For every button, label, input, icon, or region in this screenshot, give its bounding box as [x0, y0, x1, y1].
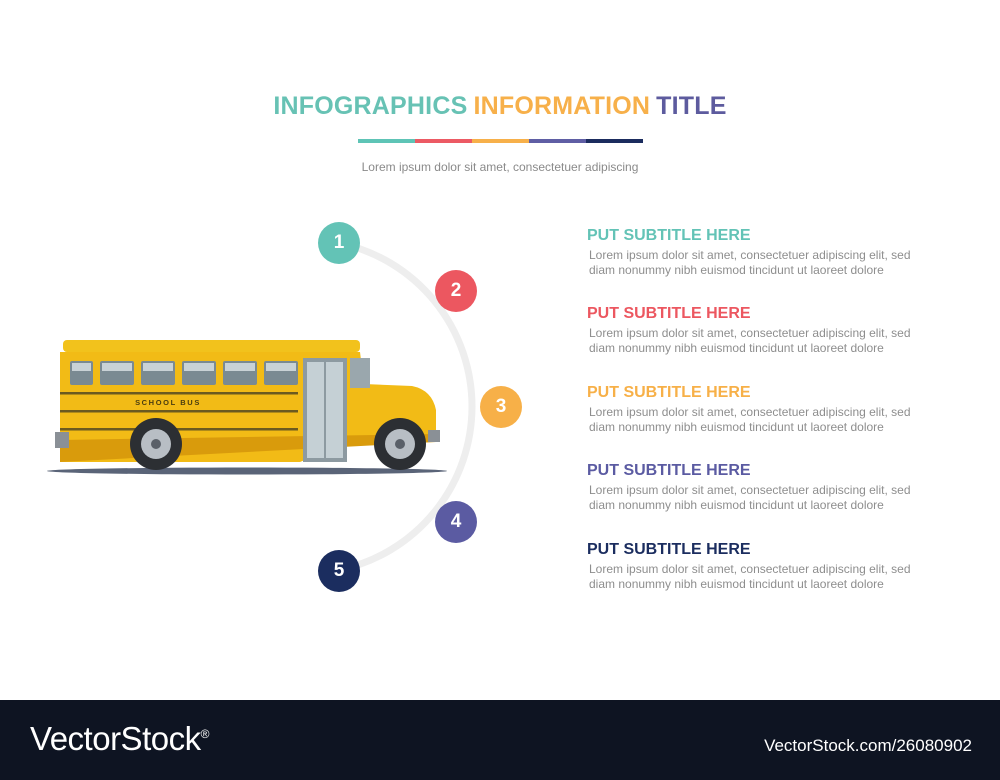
school-bus-icon: SCHOOL BUS [47, 340, 447, 475]
step-2-number: 2 [450, 280, 462, 301]
step-2-text-line-2: diam nonummy nibh euismod tincidunt ut l… [589, 341, 884, 355]
step-2-text-line-1: Lorem ipsum dolor sit amet, consectetuer… [589, 326, 911, 340]
step-3-subtitle: PUT SUBTITLE HERE [587, 384, 751, 401]
step-5-text-line-1: Lorem ipsum dolor sit amet, consectetuer… [589, 562, 911, 576]
vectorstock-footer: VectorStock® VectorStock.com/26080902 [0, 700, 1000, 780]
title-tagline: Lorem ipsum dolor sit amet, consectetuer… [361, 160, 639, 174]
step-1-badge: 1 [318, 222, 360, 264]
step-2-badge: 2 [435, 270, 477, 312]
title-color-rule [358, 139, 643, 143]
registered-mark: ® [200, 727, 210, 741]
step-5-text-line-2: diam nonummy nibh euismod tincidunt ut l… [589, 577, 884, 591]
vectorstock-logo: VectorStock® [30, 720, 209, 758]
step-3-text-line-1: Lorem ipsum dolor sit amet, consectetuer… [589, 405, 911, 419]
step-1-number: 1 [333, 232, 345, 253]
rule-segment-orange [472, 139, 529, 143]
step-3-number: 3 [495, 396, 507, 417]
step-4-number: 4 [450, 511, 462, 532]
step-connector-arc [335, 239, 476, 574]
step-5-number: 5 [333, 560, 345, 581]
illustration: SCHOOL BUS [47, 239, 476, 574]
step-2-subtitle: PUT SUBTITLE HERE [587, 305, 751, 322]
rule-segment-red [415, 139, 472, 143]
step-3-badge: 3 [480, 386, 522, 428]
step-5-subtitle: PUT SUBTITLE HERE [587, 541, 751, 558]
rule-segment-navy [586, 139, 643, 143]
rule-segment-teal [358, 139, 415, 143]
step-2-item: PUT SUBTITLE HERE Lorem ipsum dolor sit … [587, 305, 947, 356]
step-5-item: PUT SUBTITLE HERE Lorem ipsum dolor sit … [587, 541, 947, 592]
step-4-subtitle: PUT SUBTITLE HERE [587, 462, 751, 479]
step-4-text-line-1: Lorem ipsum dolor sit amet, consectetuer… [589, 483, 911, 497]
step-1-subtitle: PUT SUBTITLE HERE [587, 227, 751, 244]
vectorstock-brand: VectorStock [30, 720, 201, 757]
step-1-item: PUT SUBTITLE HERE Lorem ipsum dolor sit … [587, 227, 947, 278]
title-word-infographics: INFOGRAPHICS [273, 92, 468, 120]
step-4-badge: 4 [435, 501, 477, 543]
step-1-text-line-1: Lorem ipsum dolor sit amet, consectetuer… [589, 248, 911, 262]
step-5-badge: 5 [318, 550, 360, 592]
step-1-text-line-2: diam nonummy nibh euismod tincidunt ut l… [589, 263, 884, 277]
step-4-item: PUT SUBTITLE HERE Lorem ipsum dolor sit … [587, 462, 947, 513]
title-word-title: TITLE [656, 92, 727, 120]
title-word-information: INFORMATION [473, 92, 651, 120]
bus-label: SCHOOL BUS [135, 398, 201, 407]
rule-segment-purple [529, 139, 586, 143]
step-3-text-line-2: diam nonummy nibh euismod tincidunt ut l… [589, 420, 884, 434]
image-id: VectorStock.com/26080902 [764, 736, 972, 755]
step-3-item: PUT SUBTITLE HERE Lorem ipsum dolor sit … [587, 384, 947, 435]
step-4-text-line-2: diam nonummy nibh euismod tincidunt ut l… [589, 498, 884, 512]
